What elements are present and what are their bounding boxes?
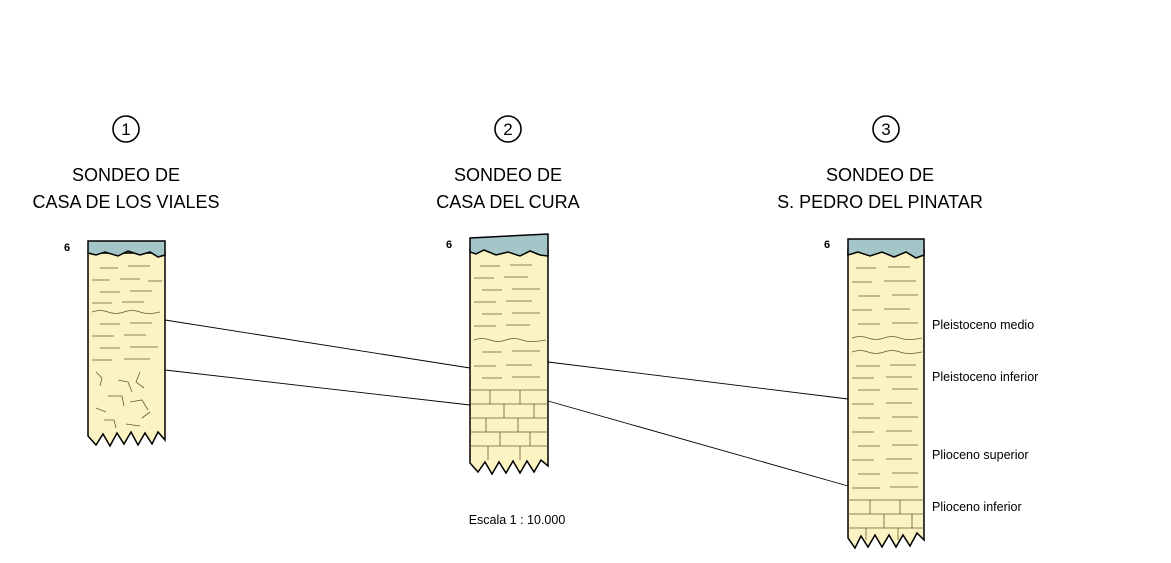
correlation-line-lower-1-2 <box>164 369 471 406</box>
borehole-1-number: 1 <box>121 120 130 139</box>
borehole-3-header: 3 SONDEO DE S. PEDRO DEL PINATAR <box>777 115 983 212</box>
borehole-1-top-mark: 6 <box>64 242 70 254</box>
borehole-2-top-mark: 6 <box>446 239 452 251</box>
label-plioceno-superior: Plioceno superior <box>932 448 1029 462</box>
borehole-3-title-line2: S. PEDRO DEL PINATAR <box>777 192 983 212</box>
borehole-3-sediment-body <box>847 249 925 550</box>
borehole-3-cap <box>847 238 925 259</box>
correlation-lines <box>164 319 849 487</box>
label-pleistoceno-inferior: Pleistoceno inferior <box>932 370 1038 384</box>
scale-label: Escala 1 : 10.000 <box>469 513 566 527</box>
borehole-3-column <box>847 238 925 550</box>
borehole-1-header: 1 SONDEO DE CASA DE LOS VIALES <box>32 115 220 212</box>
borehole-1-cap <box>87 240 166 258</box>
borehole-2-header: 2 SONDEO DE CASA DEL CURA <box>436 115 580 212</box>
borehole-3-title-line1: SONDEO DE <box>826 165 934 185</box>
borehole-3-top-mark: 6 <box>824 239 830 251</box>
borehole-1-title-line2: CASA DE LOS VIALES <box>32 192 219 212</box>
borehole-1-title-line1: SONDEO DE <box>72 165 180 185</box>
borehole-1-column <box>87 240 166 448</box>
borehole-2-number: 2 <box>503 120 512 139</box>
borehole-2-cap <box>469 233 549 257</box>
borehole-3-hatching <box>848 266 924 540</box>
label-plioceno-inferior: Plioceno inferior <box>932 500 1022 514</box>
correlation-line-upper-1-2 <box>164 319 471 369</box>
borehole-1-number-circle <box>112 115 140 143</box>
borehole-1-hatching <box>91 265 162 429</box>
correlation-line-lower-2-3 <box>547 400 849 487</box>
borehole-2-number-circle <box>494 115 522 143</box>
borehole-3-number: 3 <box>881 120 890 139</box>
borehole-3-number-circle <box>872 115 900 143</box>
borehole-2-column <box>469 233 549 476</box>
label-pleistoceno-medio: Pleistoceno medio <box>932 318 1034 332</box>
borehole-2-title-line1: SONDEO DE <box>454 165 562 185</box>
borehole-2-hatching <box>470 264 548 460</box>
correlation-line-upper-2-3 <box>547 361 849 400</box>
borehole-2-title-line2: CASA DEL CURA <box>436 192 579 212</box>
borehole-1-sediment-body <box>87 252 166 448</box>
borehole-2-sediment-body <box>469 249 549 476</box>
